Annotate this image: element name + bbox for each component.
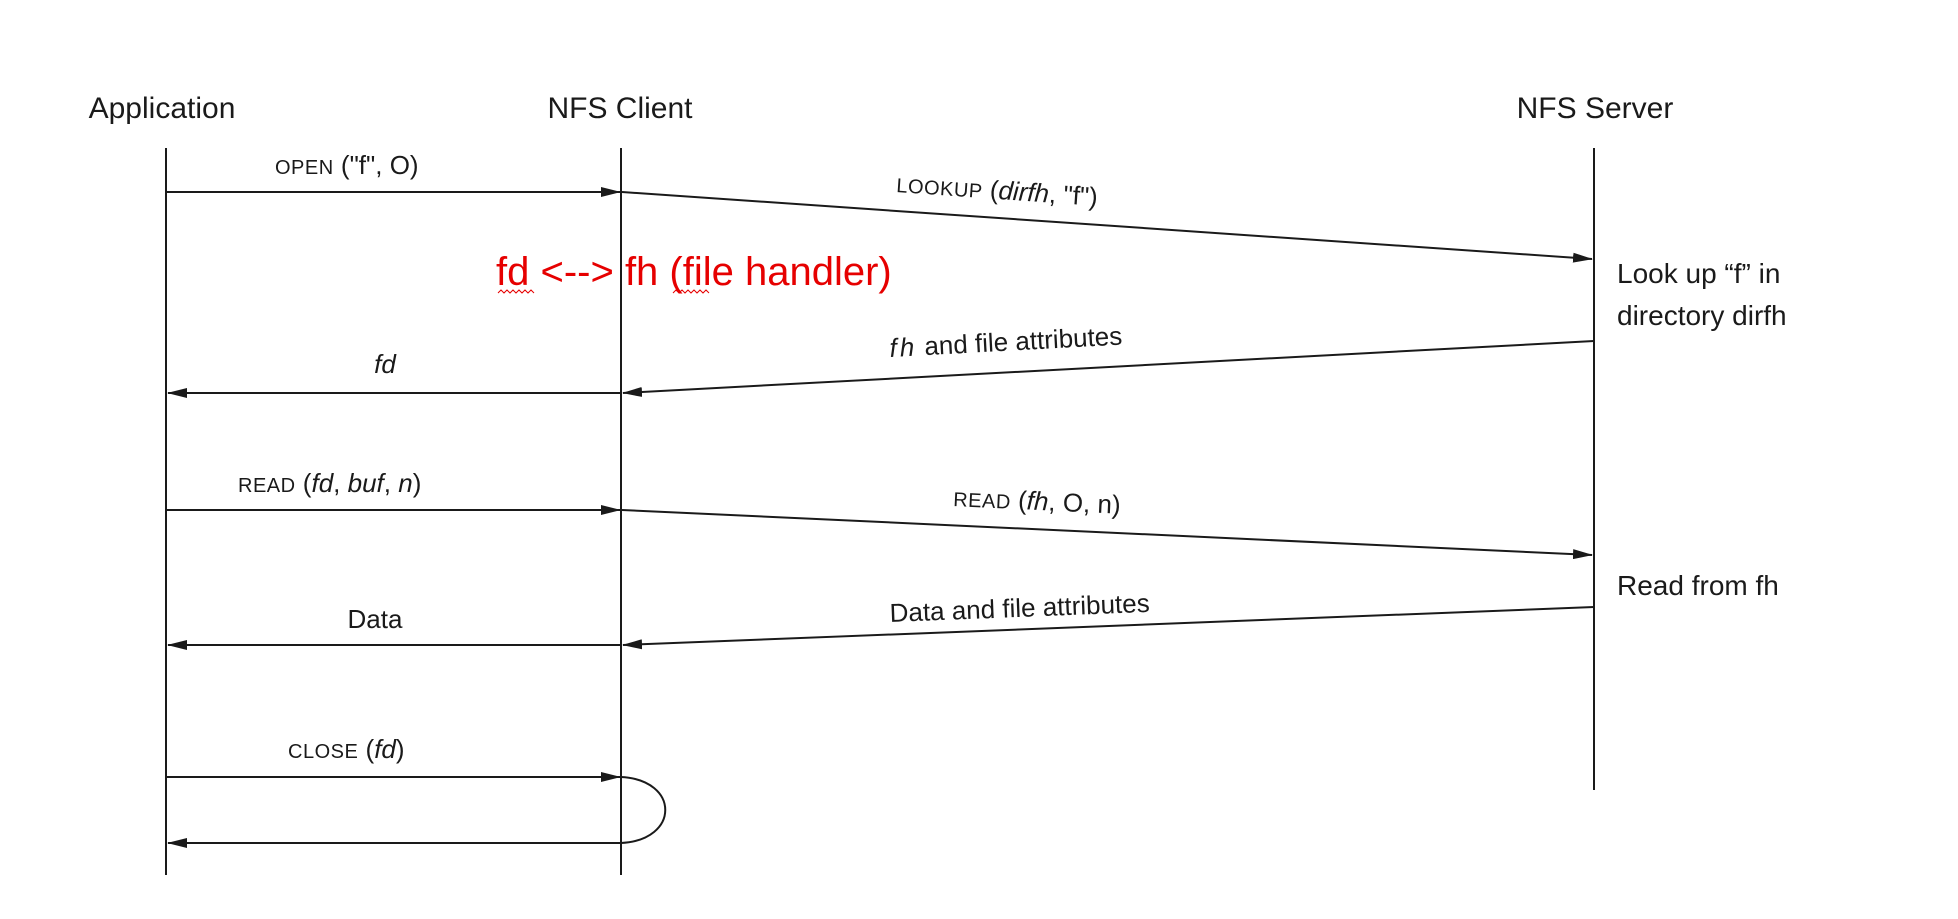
annotation-underline-fd: [497, 289, 535, 294]
label-fh-reply: fh and file attributes: [889, 321, 1123, 363]
label-lookup: LOOKUP (dirfh, "f"): [896, 168, 1099, 212]
annotation-fd-fh: fd <--> fh (file handler): [496, 250, 892, 294]
arrow-data-server: [622, 606, 1595, 650]
server-note-lookup-line1: Look up “f” in: [1617, 258, 1780, 289]
label-read-app: READ (fd, buf, n): [238, 468, 421, 498]
participant-nfs-server: NFS Server: [1517, 92, 1674, 125]
close-self-loop: [620, 776, 667, 844]
server-note-lookup-line2: directory dirfh: [1617, 300, 1787, 331]
participant-nfs-client: NFS Client: [547, 92, 693, 125]
label-fd-reply: fd: [374, 349, 397, 379]
arrow-read-server: [621, 509, 1593, 560]
arrow-fh-reply: [622, 340, 1595, 397]
label-data-app: Data: [348, 604, 403, 634]
label-open: OPEN ("f", O): [275, 150, 419, 180]
participant-application: Application: [89, 92, 236, 125]
annotation-underline-fh: [672, 289, 710, 294]
label-read-server: READ (fh, O, n): [953, 482, 1122, 520]
label-data-server: Data and file attributes: [889, 588, 1150, 628]
arrow-lookup: [621, 191, 1593, 263]
label-close: CLOSE (fd): [288, 734, 405, 764]
server-note-read: Read from fh: [1617, 570, 1779, 601]
